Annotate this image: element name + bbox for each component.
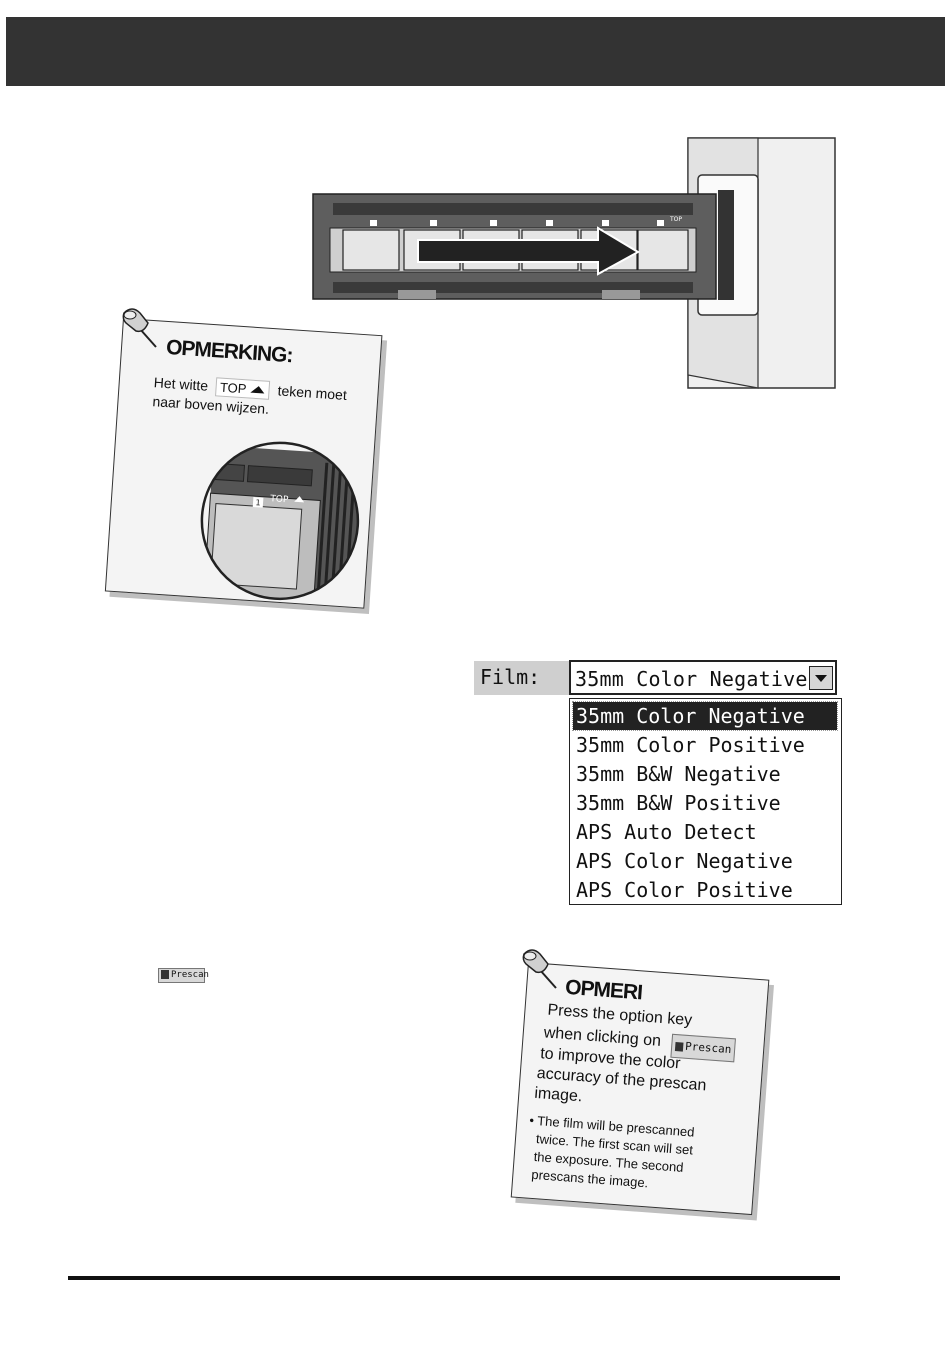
pushpin-icon [522, 949, 557, 989]
note-text-line1: Het witte TOP teken moet [153, 373, 347, 405]
film-option-35mm-color-positive[interactable]: 35mm Color Positive [576, 733, 805, 757]
prescan-icon [161, 970, 169, 979]
zoom-top-mark: TOP [269, 494, 289, 505]
prescan-button[interactable]: Prescan [158, 968, 209, 983]
top-mark-zoom-circle: 1 TOP [196, 437, 363, 604]
film-option-aps-color-negative[interactable]: APS Color Negative [576, 849, 793, 873]
note-title: OPMERKING: [165, 335, 294, 368]
footer-rule [68, 1276, 840, 1280]
film-option-aps-auto-detect[interactable]: APS Auto Detect [576, 820, 757, 844]
note-prescan-button-label: Prescan [684, 1039, 732, 1057]
chevron-down-icon[interactable] [809, 666, 833, 690]
film-type-selected-value: 35mm Color Negative [575, 667, 808, 691]
header-bar [6, 17, 945, 86]
top-mark-badge: TOP [215, 377, 271, 400]
svg-text:TOP: TOP [669, 216, 682, 223]
note-text-after: teken moet [277, 382, 348, 403]
film-label-box [474, 661, 570, 695]
note-card-top: OPMERKING: Het witte TOP teken moet naar… [104, 318, 383, 609]
top-triangle-icon [250, 386, 265, 394]
note-bottom-title: OPMERI [564, 975, 643, 1005]
film-type-dropdown[interactable]: 35mm Color Negative [569, 660, 837, 695]
pushpin-icon [122, 308, 157, 348]
insert-arrow [417, 226, 641, 276]
note-bottom-line5: image. [533, 1084, 583, 1106]
film-holder-illustration: TOP [312, 137, 836, 389]
film-option-35mm-color-negative[interactable]: 35mm Color Negative [572, 701, 838, 731]
film-option-aps-color-positive[interactable]: APS Color Positive [576, 878, 793, 902]
film-label: Film: [480, 665, 541, 689]
top-mark-text: TOP [219, 379, 247, 397]
note-card-bottom: OPMERI Press the option key when clickin… [510, 962, 770, 1216]
prescan-button-label: Prescan [171, 970, 209, 980]
film-type-options-list: 35mm Color Negative 35mm Color Positive … [569, 698, 842, 905]
film-option-35mm-bw-positive[interactable]: 35mm B&W Positive [576, 791, 781, 815]
prescan-icon [674, 1041, 684, 1052]
scanner-body [687, 137, 836, 389]
note-text-before: Het witte [153, 374, 209, 394]
zoom-frame-number: 1 [255, 498, 261, 507]
film-option-35mm-bw-negative[interactable]: 35mm B&W Negative [576, 762, 781, 786]
